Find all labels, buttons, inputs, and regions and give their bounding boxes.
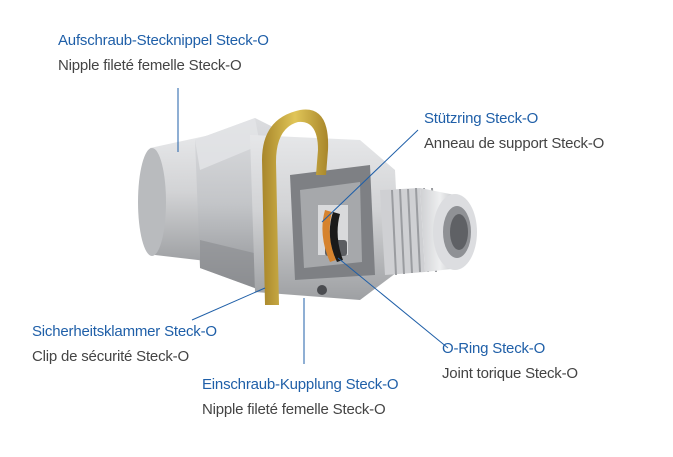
label-support-ring: Stützring Steck-O Anneau de support Stec… [424,110,604,153]
label-clip-de: Sicherheitsklammer Steck-O [32,323,217,340]
label-clip-fr: Clip de sécurité Steck-O [32,348,189,365]
label-clip: Sicherheitsklammer Steck-O Clip de sécur… [32,323,217,366]
leader-clip [191,287,266,321]
label-nipple-de: Aufschraub-Stecknippel Steck-O [58,32,269,49]
o-ring [329,212,343,262]
label-nipple-fr: Nipple fileté femelle Steck-O [58,57,242,74]
label-support-ring-fr: Anneau de support Steck-O [424,135,605,152]
support-ring [322,210,336,262]
leader-oring [337,257,449,349]
label-nipple: Aufschraub-Stecknippel Steck-O Nipple fi… [58,32,269,75]
safety-clip [262,109,329,305]
label-oring-de: O-Ring Steck-O [442,340,546,357]
label-support-ring-de: Stützring Steck-O [424,110,539,127]
threaded-end [380,187,477,276]
label-coupling: Einschraub-Kupplung Steck-O Nipple filet… [202,376,399,419]
label-oring-fr: Joint torique Steck-O [442,365,578,382]
leader-lines [177,88,449,364]
label-oring: O-Ring Steck-O Joint torique Steck-O [442,340,578,383]
label-coupling-fr: Nipple fileté femelle Steck-O [202,401,386,418]
label-coupling-de: Einschraub-Kupplung Steck-O [202,376,399,393]
leader-support-ring [321,129,419,223]
